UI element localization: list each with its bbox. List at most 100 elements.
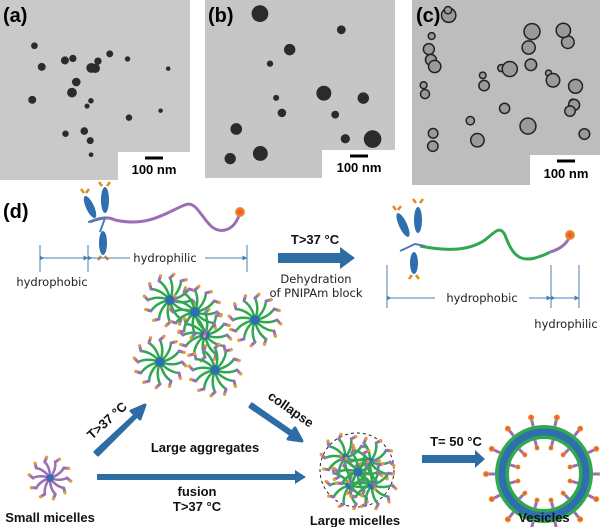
particle <box>84 103 90 109</box>
particle <box>465 115 476 126</box>
aggregation-temp-label: T>37 °C <box>84 398 130 442</box>
particle <box>564 105 576 118</box>
transition-temp-label: T>37 °C <box>291 232 340 247</box>
particle <box>60 56 69 65</box>
hydrophilic-label-right: hydrophilic <box>534 317 597 331</box>
tem-panel-b: 100 nm (b) <box>205 0 395 178</box>
particle <box>422 42 436 56</box>
panel-label-c: (c) <box>416 5 440 27</box>
particle <box>336 25 346 35</box>
particle <box>524 58 538 72</box>
aggregation-arrow <box>93 403 147 457</box>
particle <box>224 152 236 165</box>
particle <box>158 108 163 113</box>
particle <box>69 54 77 63</box>
particle <box>443 5 453 15</box>
molecule-hydrated <box>80 181 245 261</box>
particle <box>340 134 350 144</box>
particle <box>427 31 436 41</box>
particle <box>230 123 243 135</box>
transition-note-1: Dehydration <box>280 272 351 286</box>
scale-bar-label: 100 nm <box>132 162 177 177</box>
transition-note-2: of PNIPAm block <box>269 286 362 300</box>
micelle <box>227 292 283 348</box>
panel-label-a: (a) <box>3 5 27 27</box>
particle <box>316 85 332 101</box>
particle <box>545 72 561 88</box>
particle <box>273 94 280 101</box>
fusion-arrow <box>97 470 306 484</box>
particle <box>331 110 340 119</box>
molecule-dehydrated <box>392 198 575 280</box>
particle <box>363 130 382 148</box>
particle <box>266 60 274 67</box>
micelle <box>132 334 188 390</box>
particle <box>125 114 133 121</box>
dimension-lines-left <box>39 245 248 272</box>
particle <box>419 88 431 100</box>
particle <box>357 92 370 104</box>
vesicles-label: Vesicles <box>518 510 569 525</box>
vesicle-arrow <box>422 450 485 468</box>
particle <box>478 71 487 80</box>
particle <box>283 43 296 56</box>
fusion-temp-label: T>37 °C <box>173 499 222 514</box>
particle <box>501 60 519 78</box>
micelle-illustrations <box>27 272 600 527</box>
particle <box>478 79 491 92</box>
particle <box>427 59 442 74</box>
aggregates-label: Large aggregates <box>151 440 259 455</box>
particle <box>555 22 572 39</box>
particle <box>86 137 94 145</box>
collapse-arrow <box>248 402 304 443</box>
particle <box>523 22 541 41</box>
micelle <box>332 446 384 498</box>
particle <box>165 66 171 71</box>
particle <box>426 140 439 153</box>
particle <box>106 50 114 58</box>
particle <box>521 40 536 55</box>
small-micelles-label: Small micelles <box>5 510 95 525</box>
hydrophobic-label-left: hydrophobic <box>16 275 87 289</box>
particle <box>469 132 485 148</box>
tem-panel-c: 100 nm (c) <box>412 0 600 185</box>
panel-label-b: (b) <box>208 5 234 27</box>
scale-bar-label: 100 nm <box>544 166 589 181</box>
particle <box>62 130 69 137</box>
vesicle-temp-label: T= 50 °C <box>430 434 482 449</box>
hydrophobic-label-right: hydrophobic <box>446 291 517 305</box>
scale-bar-label: 100 nm <box>337 160 382 175</box>
hydrophilic-label-left: hydrophilic <box>133 251 196 265</box>
tem-panel-a: 100 nm (a) <box>0 0 190 180</box>
particle <box>277 108 287 118</box>
particle <box>28 95 37 104</box>
micelle <box>27 455 73 501</box>
particle <box>427 127 439 139</box>
particle <box>419 81 428 90</box>
particle <box>252 146 268 161</box>
particle <box>88 152 94 158</box>
particle <box>124 56 131 62</box>
fusion-label: fusion <box>178 484 217 499</box>
vesicle <box>483 414 600 527</box>
micelle <box>167 284 223 340</box>
dimension-lines-right <box>386 265 580 308</box>
particle <box>37 62 46 71</box>
panel-label-d: (d) <box>3 201 29 223</box>
particle <box>251 5 269 23</box>
particle <box>498 102 511 115</box>
large-micelles-label: Large micelles <box>310 513 400 527</box>
particle <box>567 78 584 94</box>
micelle <box>187 342 243 398</box>
particle <box>80 127 89 135</box>
particle <box>94 57 102 65</box>
transition-arrow <box>278 247 355 269</box>
particle <box>31 42 38 50</box>
particle <box>90 63 100 73</box>
particle <box>88 98 94 104</box>
particle <box>67 87 77 98</box>
particle <box>578 127 591 141</box>
particle <box>71 77 81 87</box>
